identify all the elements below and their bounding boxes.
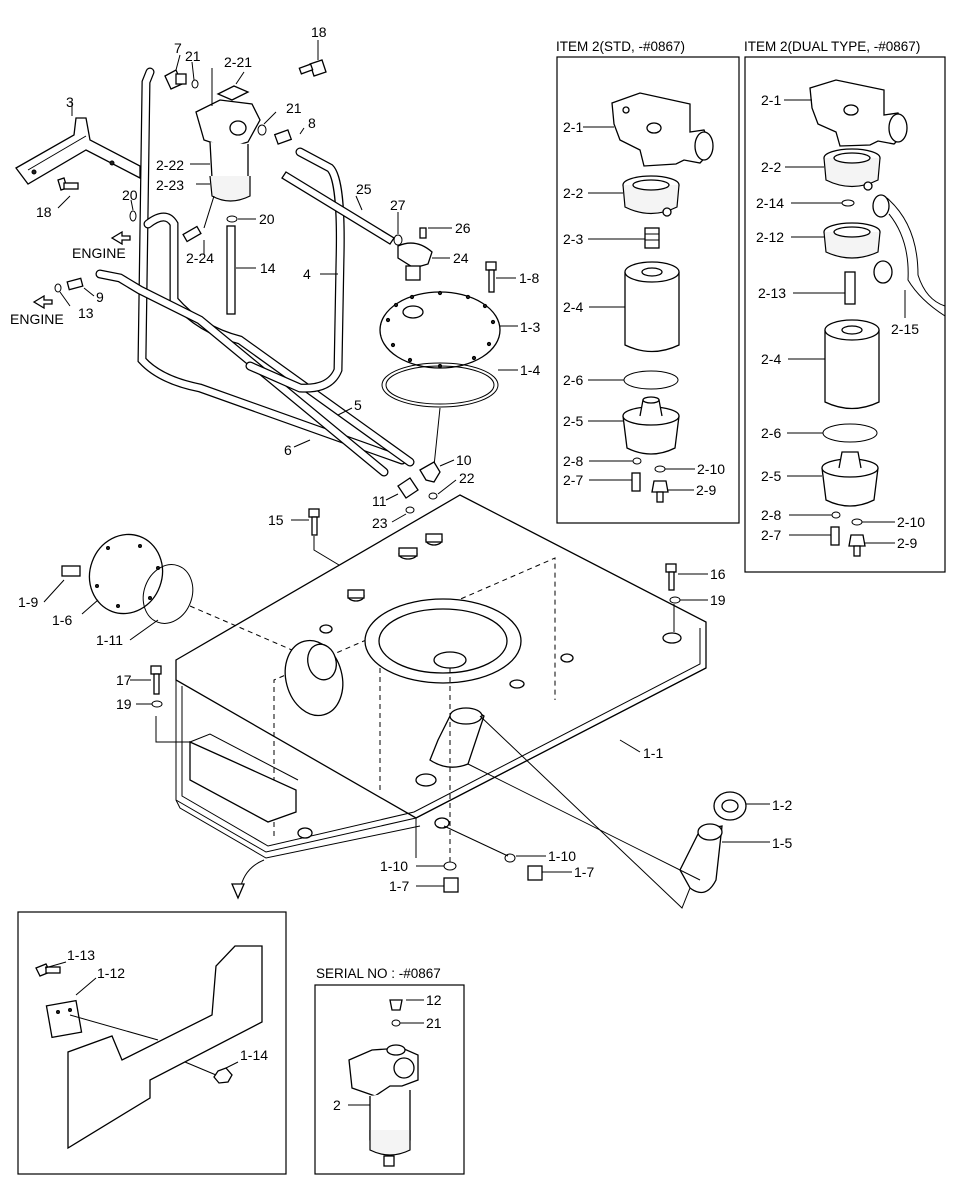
svg-text:3: 3 [66,94,74,110]
svg-text:21: 21 [426,1015,442,1031]
svg-text:1-11: 1-11 [96,632,123,648]
svg-text:4: 4 [303,266,311,282]
svg-text:2-5: 2-5 [761,468,781,484]
svg-text:2-10: 2-10 [697,461,725,477]
svg-text:1-6: 1-6 [52,612,72,628]
svg-text:2-24: 2-24 [186,250,214,266]
svg-text:2-22: 2-22 [156,157,184,173]
svg-text:2-14: 2-14 [756,195,784,211]
svg-text:8: 8 [308,115,316,131]
svg-text:7: 7 [174,40,182,56]
svg-text:1-2: 1-2 [772,797,792,813]
svg-text:21: 21 [286,100,302,116]
svg-text:27: 27 [390,197,406,213]
svg-text:2-4: 2-4 [563,299,583,315]
svg-text:2-8: 2-8 [563,453,583,469]
svg-text:2-3: 2-3 [563,231,583,247]
dual-inset-title: ITEM 2(DUAL TYPE, -#0867) [744,39,920,54]
std-inset-title: ITEM 2(STD, -#0867) [556,39,685,54]
svg-text:2-12: 2-12 [756,229,784,245]
svg-text:2-2: 2-2 [563,185,583,201]
svg-text:2-13: 2-13 [758,285,786,301]
svg-text:1-8: 1-8 [519,270,539,286]
svg-text:20: 20 [259,211,275,227]
svg-text:19: 19 [710,592,726,608]
svg-text:11: 11 [372,493,387,509]
svg-text:10: 10 [456,452,472,468]
svg-text:2-9: 2-9 [696,482,716,498]
svg-text:1-3: 1-3 [520,319,540,335]
svg-text:2: 2 [333,1097,341,1113]
svg-text:19: 19 [116,696,132,712]
svg-text:16: 16 [710,566,726,582]
svg-text:1-12: 1-12 [97,965,125,981]
svg-text:1-10: 1-10 [548,848,576,864]
svg-text:2-7: 2-7 [563,472,583,488]
svg-text:20: 20 [122,187,138,203]
svg-text:24: 24 [453,250,469,266]
main-assembly: 3 18 18 7 21 2-21 21 8 2-22 2-23 [10,24,792,909]
svg-text:15: 15 [268,512,284,528]
bracket-inset: 1-13 1-12 1-14 [17,911,287,1175]
svg-text:2-9: 2-9 [897,535,917,551]
serial-inset: SERIAL NO : -#0867 12 21 2 [314,966,465,1175]
svg-text:18: 18 [36,204,52,220]
svg-text:13: 13 [78,305,94,321]
std-filter-inset: ITEM 2(STD, -#0867) [556,39,740,524]
svg-text:2-10: 2-10 [897,514,925,530]
svg-text:26: 26 [455,220,471,236]
svg-text:1-14: 1-14 [240,1047,268,1063]
svg-text:2-15: 2-15 [891,321,919,337]
svg-text:2-4: 2-4 [761,351,781,367]
svg-text:1-5: 1-5 [772,835,792,851]
svg-text:6: 6 [284,442,292,458]
svg-text:22: 22 [459,470,475,486]
svg-text:17: 17 [116,672,132,688]
svg-text:1-9: 1-9 [18,594,38,610]
svg-text:2-6: 2-6 [761,425,781,441]
svg-text:25: 25 [356,181,372,197]
svg-text:2-5: 2-5 [563,413,583,429]
svg-text:1-1: 1-1 [643,745,663,761]
svg-text:2-1: 2-1 [761,92,781,108]
svg-text:18: 18 [311,24,327,40]
engine-label-2: ENGINE [10,311,64,327]
svg-text:1-4: 1-4 [520,362,540,378]
dual-filter-inset: ITEM 2(DUAL TYPE, -#0867) [744,39,946,573]
engine-label-1: ENGINE [72,245,126,261]
svg-text:2-6: 2-6 [563,372,583,388]
svg-text:5: 5 [354,397,362,413]
svg-text:21: 21 [185,48,201,64]
svg-text:1-7: 1-7 [389,878,409,894]
svg-text:1-10: 1-10 [380,858,408,874]
svg-text:23: 23 [372,515,388,531]
svg-text:2-7: 2-7 [761,527,781,543]
svg-text:2-1: 2-1 [563,119,583,135]
svg-text:1-7: 1-7 [574,864,594,880]
svg-text:9: 9 [96,289,104,305]
serial-inset-title: SERIAL NO : -#0867 [316,966,441,981]
svg-text:14: 14 [260,260,276,276]
svg-text:2-2: 2-2 [761,159,781,175]
svg-text:2-8: 2-8 [761,507,781,523]
svg-text:12: 12 [426,992,442,1008]
svg-text:2-21: 2-21 [224,54,252,70]
svg-text:2-23: 2-23 [156,177,184,193]
svg-text:1-13: 1-13 [67,947,95,963]
